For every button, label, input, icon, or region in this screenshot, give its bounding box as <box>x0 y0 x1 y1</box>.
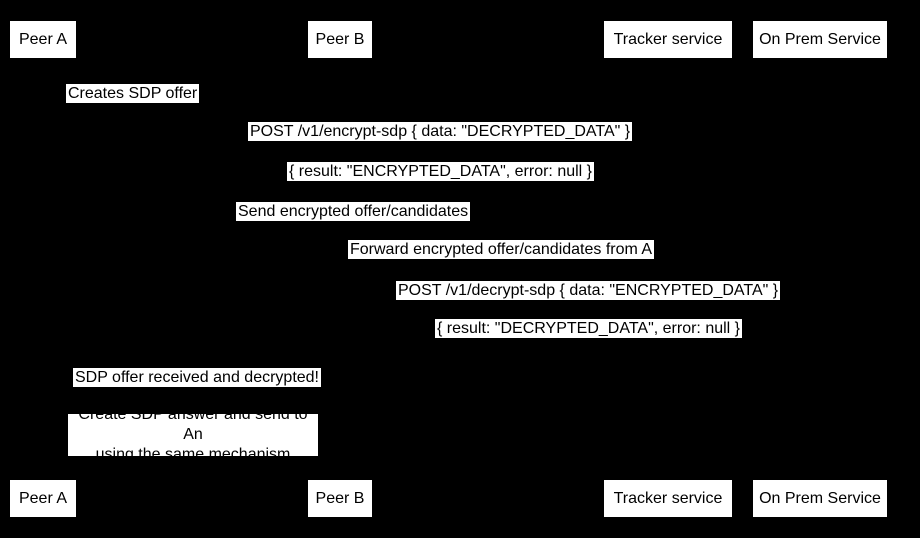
participant-tracker-service-bottom: Tracker service <box>604 480 732 517</box>
message-forward-encrypted-offer: Forward encrypted offer/candidates from … <box>348 240 655 259</box>
participant-on-prem-service-top: On Prem Service <box>753 21 887 58</box>
note-line-2: using the same mechanism <box>95 446 291 463</box>
message-sdp-offer-received: SDP offer received and decrypted! <box>73 368 321 387</box>
participant-tracker-service-top: Tracker service <box>604 21 732 58</box>
message-post-decrypt-sdp: POST /v1/decrypt-sdp { data: "ENCRYPTED_… <box>396 281 781 300</box>
participant-peer-a-top: Peer A <box>10 21 76 58</box>
message-result-encrypted-data: { result: "ENCRYPTED_DATA", error: null … <box>287 162 595 181</box>
message-creates-sdp-offer: Creates SDP offer <box>66 84 200 103</box>
participant-peer-a-bottom: Peer A <box>10 480 76 517</box>
note-line-1: Create SDP answer and send to An <box>78 406 308 443</box>
participant-peer-b-top: Peer B <box>308 21 372 58</box>
message-result-decrypted-data: { result: "DECRYPTED_DATA", error: null … <box>435 319 743 338</box>
participant-peer-b-bottom: Peer B <box>308 480 372 517</box>
note-create-sdp-answer: Create SDP answer and send to An using t… <box>68 406 318 463</box>
participant-on-prem-service-bottom: On Prem Service <box>753 480 887 517</box>
message-post-encrypt-sdp: POST /v1/encrypt-sdp { data: "DECRYPTED_… <box>248 122 633 141</box>
message-send-encrypted-offer: Send encrypted offer/candidates <box>236 202 471 221</box>
